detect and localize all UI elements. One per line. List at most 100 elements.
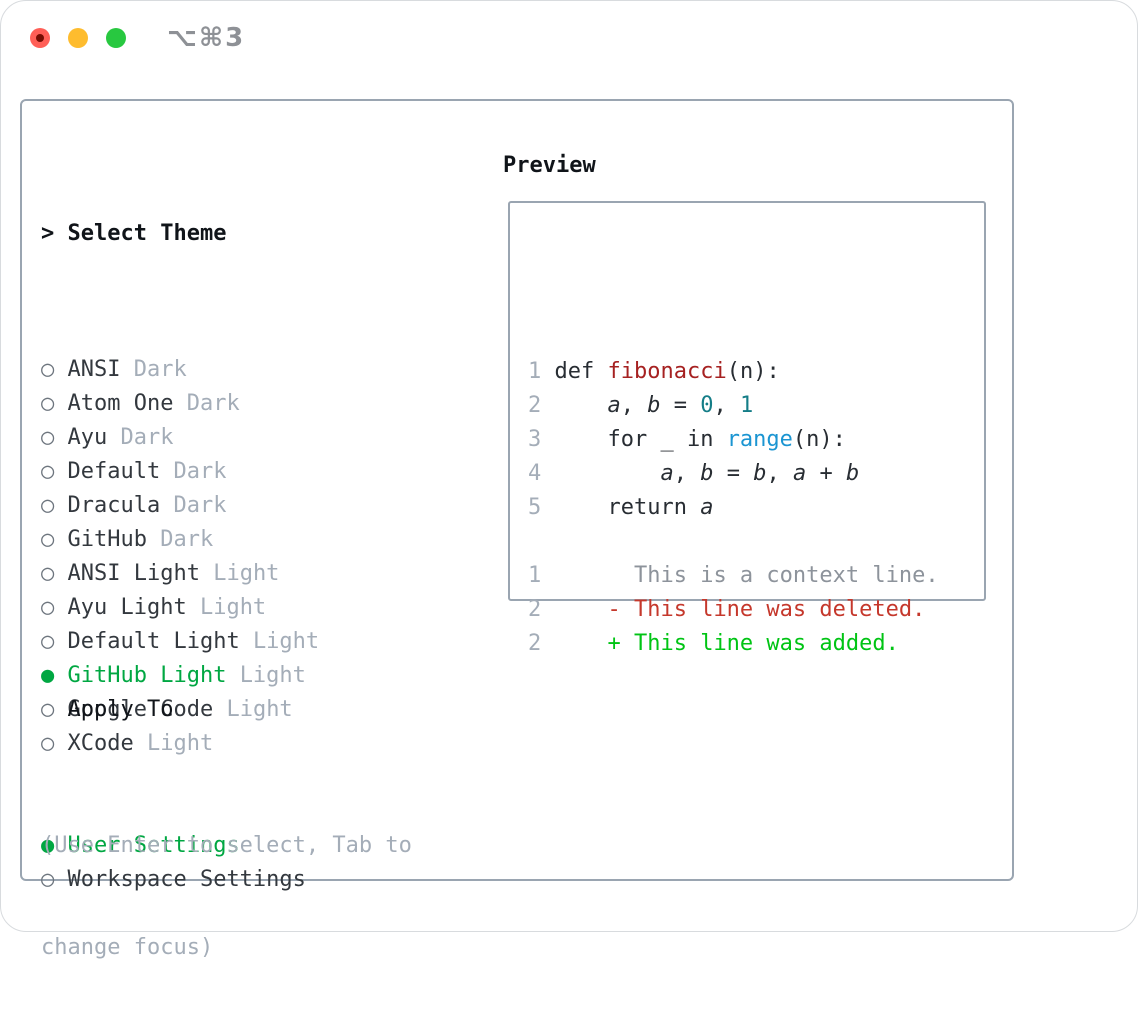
app-window: ⌥⌘3 > Select Theme ○ ANSI Dark○ Atom One… [0, 0, 1138, 960]
code-line: 5 return a [528, 491, 939, 525]
theme-name: Ayu Light [67, 595, 200, 620]
close-button[interactable] [30, 28, 50, 48]
code-segment: 1 [739, 393, 754, 418]
apply-option-label: User Settings [67, 833, 240, 858]
theme-name: XCode [67, 731, 147, 756]
line-number: 5 [528, 495, 555, 520]
code-line: 2 - This line was deleted. [528, 593, 939, 627]
code-segment [555, 461, 661, 486]
line-number: 4 [528, 461, 555, 486]
theme-option-ayu-light[interactable]: ○ Ayu Light Light [41, 591, 319, 625]
theme-tag: Light [226, 697, 293, 722]
radio-bullet-icon: ● [41, 663, 68, 688]
zoom-button[interactable] [106, 28, 126, 48]
code-segment: , [620, 393, 648, 418]
code-segment [555, 393, 608, 418]
line-number: 3 [528, 427, 555, 452]
theme-name: GitHub [67, 527, 161, 552]
theme-option-dracula[interactable]: ○ Dracula Dark [41, 489, 319, 523]
code-segment: - This line was deleted. [554, 597, 926, 622]
code-segment: b [647, 393, 661, 418]
theme-option-atom-one[interactable]: ○ Atom One Dark [41, 387, 319, 421]
minimize-button[interactable] [68, 28, 88, 48]
theme-name: GitHub Light [67, 663, 240, 688]
code-segment: , [673, 461, 701, 486]
code-line [528, 525, 939, 559]
line-number: 1 [528, 359, 555, 384]
help-text: (Use Enter to select, Tab to change focu… [41, 761, 412, 1033]
radio-bullet-icon: ○ [41, 629, 68, 654]
apply-option-user-settings[interactable]: ● User Settings [41, 829, 306, 863]
line-number: 2 [528, 393, 555, 418]
code-segment: b [845, 461, 860, 486]
theme-name: Ayu [67, 425, 121, 450]
code-segment: for _ in [554, 427, 727, 452]
theme-tag: Dark [173, 493, 227, 518]
help-text-line2: change focus) [41, 935, 214, 960]
apply-to-header: Apply To [67, 697, 174, 722]
radio-bullet-icon: ○ [41, 357, 68, 382]
theme-name: Google Code [67, 697, 227, 722]
code-line: 1 def fibonacci(n): [528, 355, 939, 389]
code-segment: This is a context line. [554, 563, 939, 588]
code-segment: = [660, 393, 701, 418]
line-number: 1 [528, 563, 555, 588]
theme-tag: Light [239, 663, 306, 688]
theme-option-github[interactable]: ○ GitHub Dark [41, 523, 319, 557]
window-title-shortcut: ⌥⌘3 [167, 23, 246, 53]
theme-option-ansi-light[interactable]: ○ ANSI Light Light [41, 557, 319, 591]
code-segment: def [554, 359, 608, 384]
theme-name: Default [67, 459, 174, 484]
radio-bullet-icon: ○ [41, 425, 68, 450]
code-segment: a [792, 461, 807, 486]
theme-option-github-light[interactable]: ● GitHub Light Light [41, 659, 319, 693]
radio-bullet-icon: ○ [41, 459, 68, 484]
code-segment: a [700, 495, 714, 520]
radio-bullet-icon: ○ [41, 561, 68, 586]
radio-bullet-icon: ○ [41, 493, 68, 518]
theme-tag: Light [199, 595, 267, 620]
radio-bullet-icon: ○ [41, 867, 68, 892]
selection-prompt-icon: > [41, 221, 55, 246]
radio-bullet-icon: ○ [41, 527, 68, 552]
line-number: 2 [528, 597, 555, 622]
line-number: 2 [528, 631, 555, 656]
apply-option-label: Workspace Settings [67, 867, 306, 892]
theme-tag: Dark [160, 527, 214, 552]
radio-bullet-icon: ○ [41, 391, 68, 416]
theme-list-header: > Select Theme [41, 217, 319, 251]
code-segment: range [726, 427, 793, 452]
code-line: 4 a, b = b, a + b [528, 457, 939, 491]
theme-option-xcode[interactable]: ○ XCode Light [41, 727, 319, 761]
theme-list: > Select Theme ○ ANSI Dark○ Atom One Dar… [41, 149, 319, 761]
apply-to-section: Apply To ● User Settings○ Workspace Sett… [41, 625, 306, 897]
code-line: 2 a, b = 0, 1 [528, 389, 939, 423]
code-segment: b [753, 461, 767, 486]
code-segment: a [660, 461, 674, 486]
theme-tag: Dark [173, 459, 227, 484]
theme-option-google-code[interactable]: ○ Google Code Light [41, 693, 319, 727]
theme-name: ANSI [67, 357, 134, 382]
help-text-line1: (Use Enter to select, Tab to [41, 833, 412, 858]
theme-option-ansi[interactable]: ○ ANSI Dark [41, 353, 319, 387]
apply-option-workspace-settings[interactable]: ○ Workspace Settings [41, 863, 306, 897]
theme-tag: Dark [120, 425, 174, 450]
code-segment: 0 [700, 393, 714, 418]
code-segment: , [766, 461, 793, 486]
code-segment: (n): [726, 359, 780, 384]
code-segment: (n): [792, 427, 846, 452]
radio-bullet-icon: ○ [41, 731, 68, 756]
theme-option-ayu[interactable]: ○ Ayu Dark [41, 421, 319, 455]
theme-option-default[interactable]: ○ Default Dark [41, 455, 319, 489]
theme-name: Default Light [67, 629, 253, 654]
theme-name: Dracula [67, 493, 174, 518]
theme-list-title: Select Theme [67, 221, 227, 246]
theme-tag: Light [146, 731, 214, 756]
radio-bullet-icon: ○ [41, 697, 68, 722]
code-line: 2 + This line was added. [528, 627, 939, 661]
code-segment: a [607, 393, 621, 418]
theme-tag: Dark [186, 391, 240, 416]
theme-option-default-light[interactable]: ○ Default Light Light [41, 625, 319, 659]
